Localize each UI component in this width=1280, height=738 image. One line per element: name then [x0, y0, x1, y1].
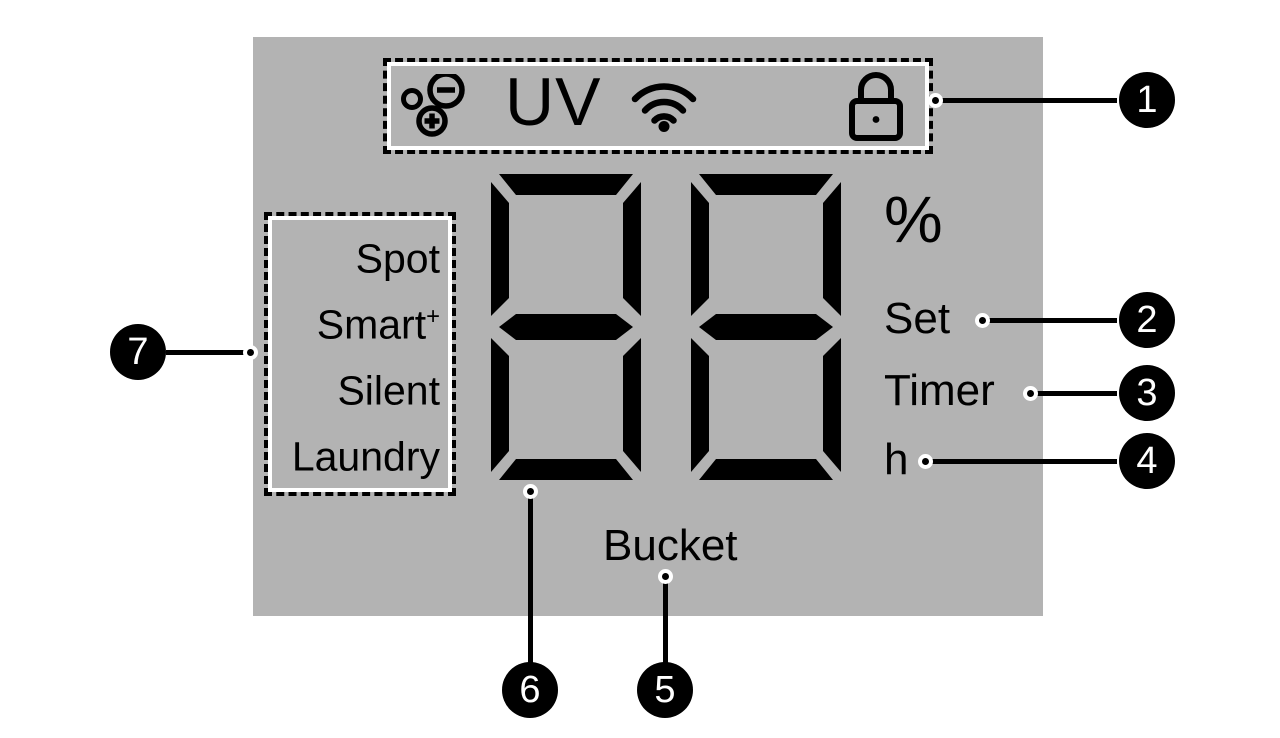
- callout-4-dot: [918, 454, 933, 469]
- callout-1-line: [937, 98, 1117, 103]
- callout-1-dot: [928, 93, 943, 108]
- seven-segment-digit-right: [691, 174, 841, 480]
- callout-4-line: [927, 459, 1117, 464]
- timer-indicator: Timer: [884, 366, 995, 415]
- mode-item-laundry[interactable]: Laundry: [292, 426, 440, 480]
- callout-5[interactable]: 5: [637, 662, 693, 718]
- mode-list-highlight-box: [264, 212, 456, 496]
- mode-item-smart[interactable]: Smart+: [317, 294, 440, 348]
- mode-item-silent[interactable]: Silent: [337, 360, 440, 414]
- callout-4[interactable]: 4: [1119, 433, 1175, 489]
- callout-5-dot: [658, 569, 673, 584]
- bucket-indicator: Bucket: [603, 521, 738, 570]
- mode-sup-smart: +: [426, 303, 440, 331]
- callout-7-dot: [243, 345, 258, 360]
- callout-5-line: [663, 577, 668, 670]
- callout-2-dot: [975, 313, 990, 328]
- callout-3[interactable]: 3: [1119, 365, 1175, 421]
- seven-segment-digit-left: [491, 174, 641, 480]
- status-icon-row: UV: [399, 66, 917, 142]
- hour-indicator: h: [884, 435, 909, 484]
- wifi-icon: [629, 78, 699, 132]
- mode-label-smart: Smart: [316, 301, 427, 348]
- ionizer-icon: [399, 71, 471, 138]
- uv-label: UV: [505, 64, 602, 140]
- callout-7[interactable]: 7: [110, 324, 166, 380]
- callout-6[interactable]: 6: [502, 662, 558, 718]
- callout-6-line: [528, 492, 533, 670]
- percent-indicator: %: [884, 182, 943, 256]
- callout-3-line: [1032, 391, 1117, 396]
- mode-label-laundry: Laundry: [291, 433, 440, 480]
- mode-label-silent: Silent: [337, 367, 440, 414]
- mode-item-spot[interactable]: Spot: [356, 228, 440, 282]
- callout-1[interactable]: 1: [1119, 72, 1175, 128]
- set-indicator: Set: [884, 294, 951, 343]
- callout-3-dot: [1023, 386, 1038, 401]
- mode-list: Spot Smart+ Silent Laundry: [280, 228, 440, 480]
- lock-icon: [847, 70, 905, 142]
- callout-6-dot: [523, 484, 538, 499]
- callout-2-line: [984, 318, 1117, 323]
- mode-label-spot: Spot: [355, 235, 440, 282]
- callout-2[interactable]: 2: [1119, 292, 1175, 348]
- seven-segment-display: [483, 170, 855, 485]
- callout-7-line: [166, 350, 250, 355]
